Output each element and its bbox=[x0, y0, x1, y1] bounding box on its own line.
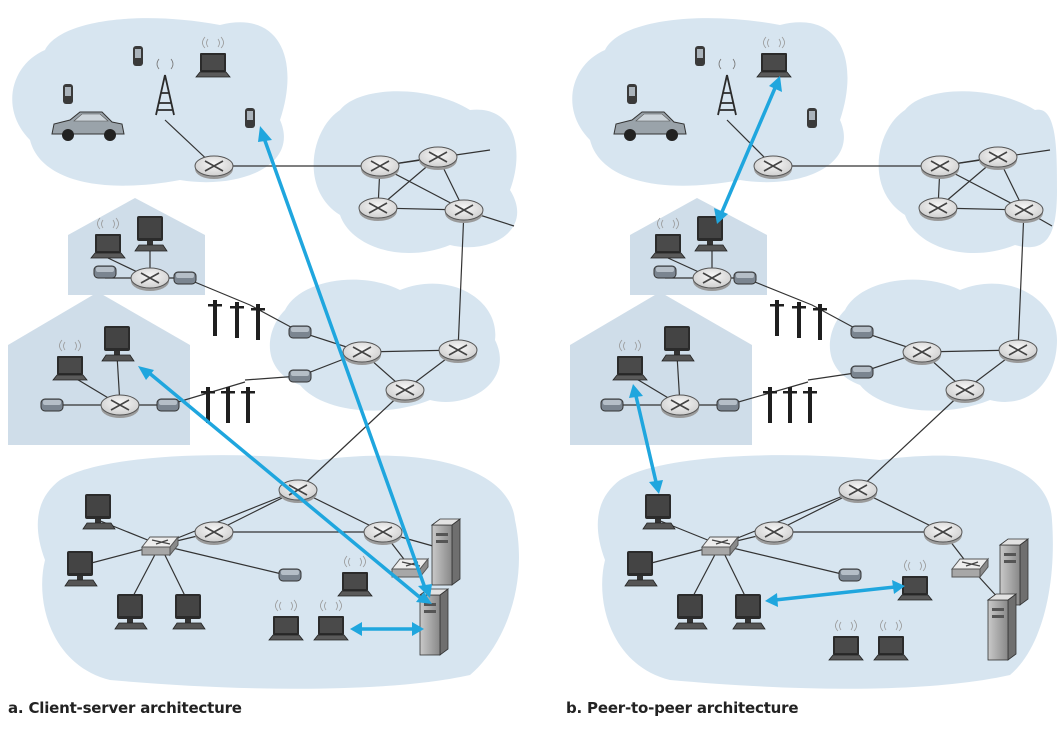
router-icon bbox=[130, 267, 170, 292]
desktop-icon bbox=[642, 493, 676, 530]
utility-pole-icon bbox=[770, 300, 784, 336]
utility-pole-icon bbox=[241, 387, 255, 423]
router-icon bbox=[838, 479, 878, 504]
router-icon bbox=[918, 197, 958, 222]
isp-cloud-middle bbox=[829, 279, 1057, 411]
modem-icon bbox=[850, 365, 874, 379]
router-icon bbox=[945, 379, 985, 404]
router-icon bbox=[978, 146, 1018, 171]
router-icon bbox=[363, 521, 403, 546]
desktop-icon bbox=[114, 593, 148, 630]
wireless-network-cloud bbox=[572, 18, 848, 186]
router-icon bbox=[660, 394, 700, 419]
router-icon bbox=[385, 379, 425, 404]
utility-pole-icon bbox=[221, 387, 235, 423]
modem-icon bbox=[653, 265, 677, 279]
phone-icon bbox=[245, 108, 255, 128]
router-icon bbox=[1004, 199, 1044, 224]
desktop-icon bbox=[64, 550, 98, 587]
router-icon bbox=[194, 521, 234, 546]
isp-cloud-top bbox=[878, 91, 1057, 254]
caption-client-server: a. Client-server architecture bbox=[8, 699, 242, 717]
utility-pole-icon bbox=[783, 387, 797, 423]
arrowheads bbox=[138, 126, 432, 636]
phone-icon bbox=[63, 84, 73, 104]
utility-pole-icon bbox=[251, 304, 265, 340]
desktop-icon bbox=[624, 550, 658, 587]
switch-icon bbox=[141, 536, 179, 556]
switch-icon bbox=[951, 558, 989, 578]
router-icon bbox=[444, 199, 484, 224]
modem-icon bbox=[288, 369, 312, 383]
caption-peer-to-peer: b. Peer-to-peer architecture bbox=[566, 699, 799, 717]
router-icon bbox=[923, 521, 963, 546]
desktop-icon bbox=[82, 493, 116, 530]
home-network-house-2 bbox=[570, 292, 752, 445]
home-network-house-2 bbox=[8, 292, 190, 445]
communication-arrows bbox=[146, 137, 427, 631]
panel-a-client-server bbox=[8, 18, 519, 689]
modem-icon bbox=[716, 398, 740, 412]
modem-icon bbox=[40, 398, 64, 412]
arrowheads bbox=[629, 76, 905, 607]
modem-icon bbox=[850, 325, 874, 339]
utility-pole-icon bbox=[813, 304, 827, 340]
modem-icon bbox=[600, 398, 624, 412]
desktop-icon bbox=[172, 593, 206, 630]
utility-pole-icon bbox=[208, 300, 222, 336]
desktop-icon bbox=[101, 325, 135, 362]
modem-icon bbox=[93, 265, 117, 279]
switch-icon bbox=[391, 558, 429, 578]
router-icon bbox=[998, 339, 1038, 364]
modem-icon bbox=[156, 398, 180, 412]
router-icon bbox=[920, 155, 960, 180]
phone-icon bbox=[627, 84, 637, 104]
router-icon bbox=[753, 155, 793, 180]
desktop-icon bbox=[732, 593, 766, 630]
modem-icon bbox=[173, 271, 197, 285]
router-icon bbox=[754, 521, 794, 546]
modem-icon bbox=[733, 271, 757, 285]
utility-pole-icon bbox=[763, 387, 777, 423]
modem-icon bbox=[838, 568, 862, 582]
phone-icon bbox=[695, 46, 705, 66]
isp-cloud-top bbox=[313, 91, 518, 254]
enterprise-cloud bbox=[597, 455, 1053, 689]
router-icon bbox=[194, 155, 234, 180]
router-icon bbox=[360, 155, 400, 180]
router-icon bbox=[100, 394, 140, 419]
utility-pole-icon bbox=[792, 302, 806, 338]
switch-icon bbox=[701, 536, 739, 556]
desktop-icon bbox=[694, 215, 728, 252]
router-icon bbox=[902, 341, 942, 366]
utility-pole-icon bbox=[230, 302, 244, 338]
desktop-icon bbox=[674, 593, 708, 630]
panel-b-peer-to-peer bbox=[570, 18, 1057, 689]
phone-icon bbox=[133, 46, 143, 66]
modem-icon bbox=[278, 568, 302, 582]
phone-icon bbox=[807, 108, 817, 128]
server-icon bbox=[987, 593, 1017, 661]
desktop-icon bbox=[661, 325, 695, 362]
router-icon bbox=[692, 267, 732, 292]
wireless-network-cloud bbox=[12, 18, 288, 186]
utility-pole-icon bbox=[803, 387, 817, 423]
server-icon bbox=[431, 518, 461, 586]
modem-icon bbox=[288, 325, 312, 339]
router-icon bbox=[438, 339, 478, 364]
router-icon bbox=[342, 341, 382, 366]
peer-arrows bbox=[634, 87, 896, 602]
router-icon bbox=[418, 146, 458, 171]
desktop-icon bbox=[134, 215, 168, 252]
router-icon bbox=[358, 197, 398, 222]
